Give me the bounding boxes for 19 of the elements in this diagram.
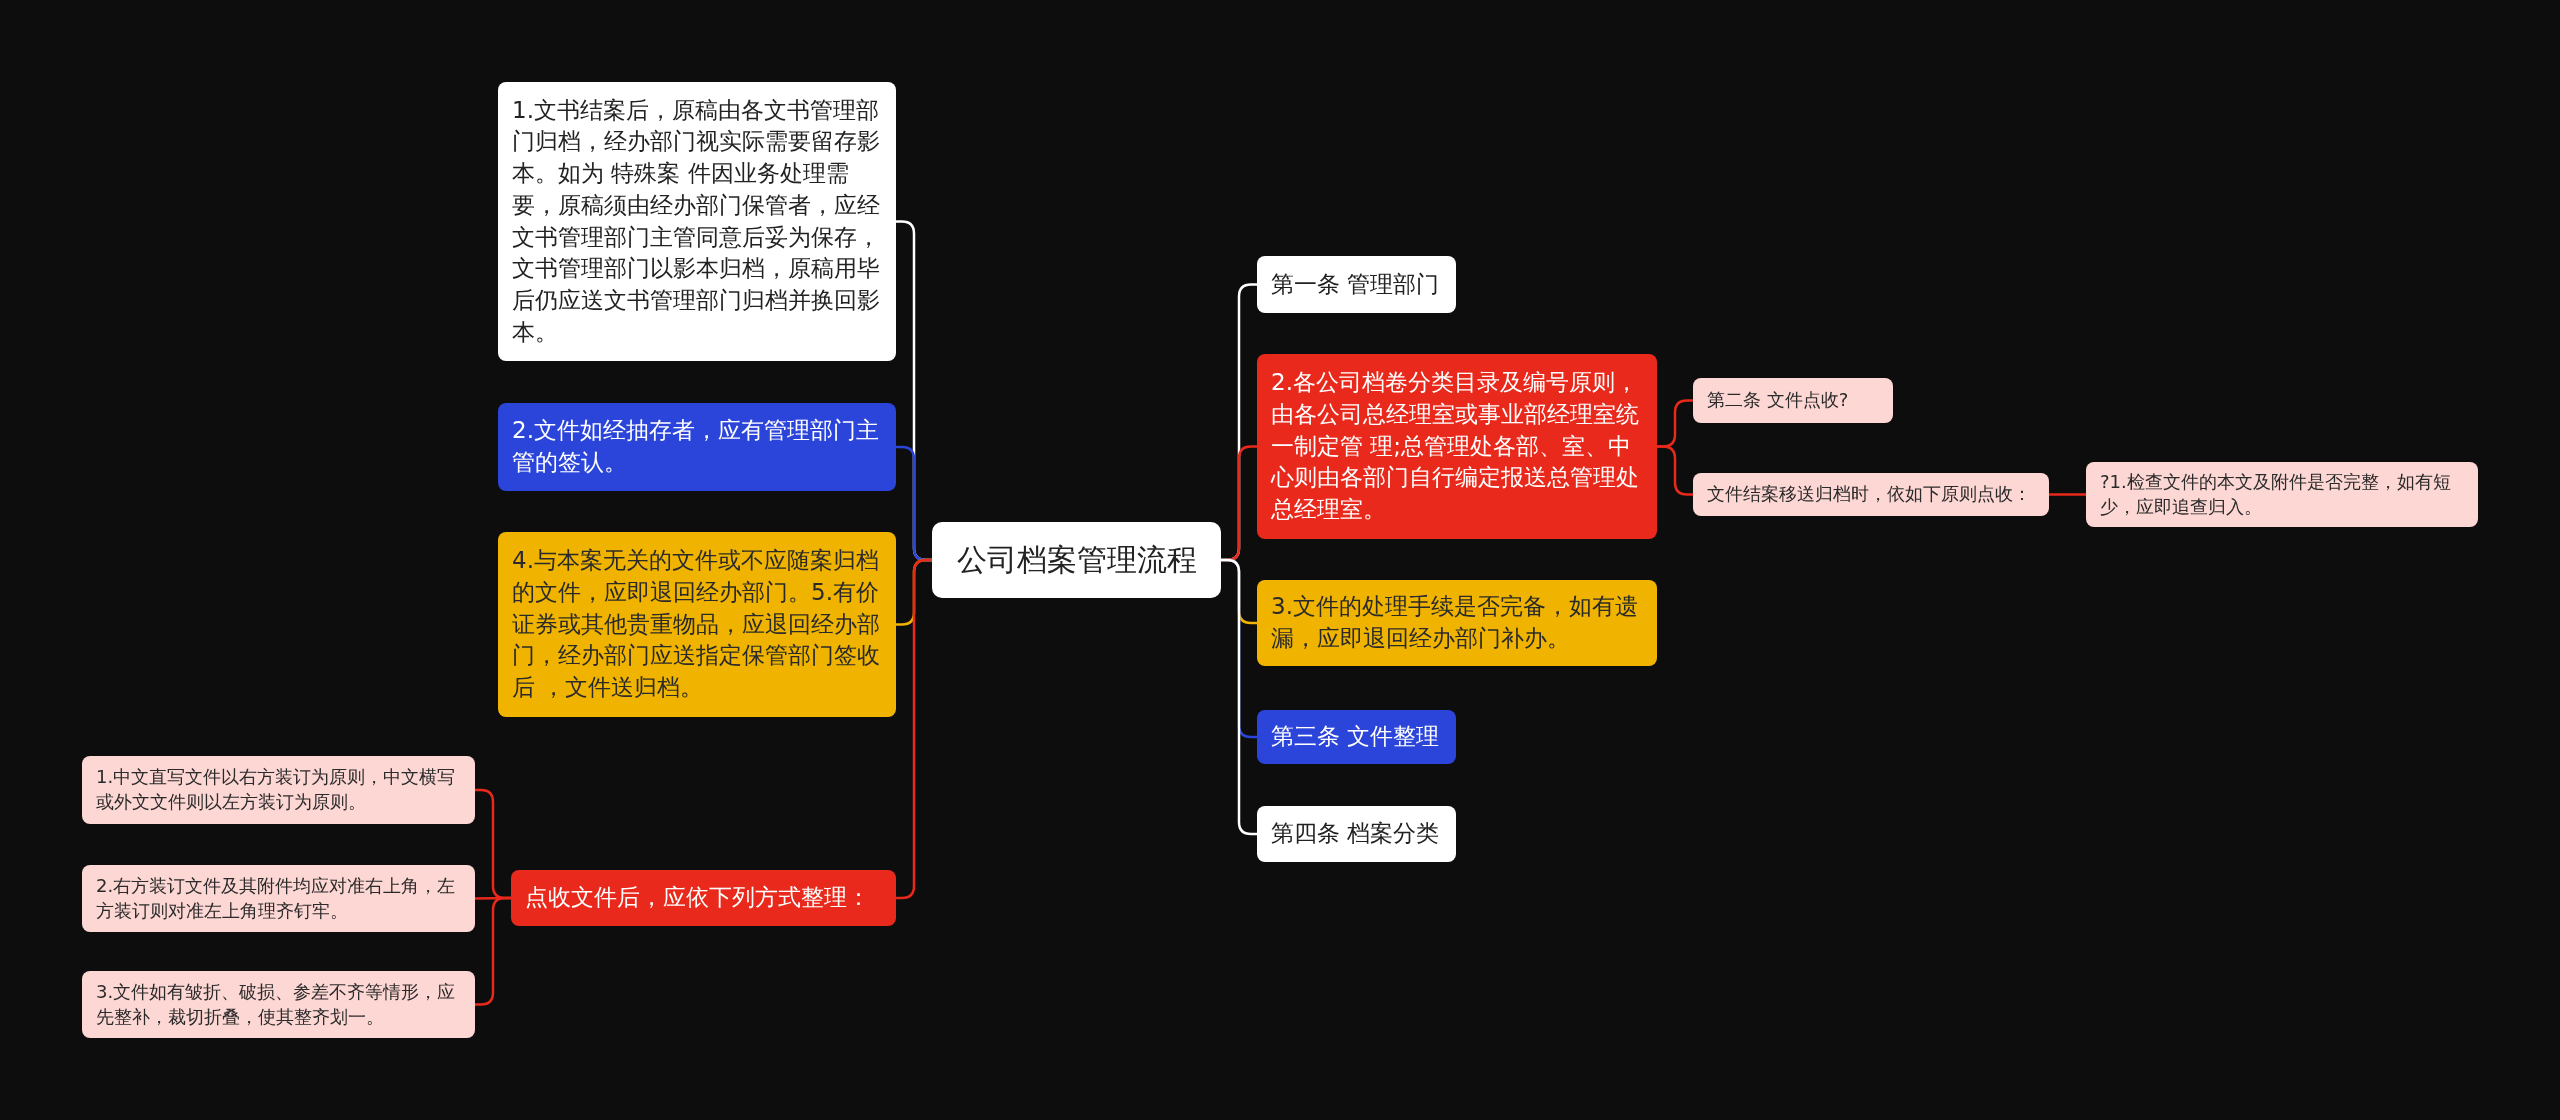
topic-box: 3.文件的处理手续是否完备，如有遗漏，应即退回经办部门补办。 bbox=[1257, 580, 1657, 666]
topic-box: 第一条 管理部门 bbox=[1257, 256, 1456, 313]
topic-box: 2.文件如经抽存者，应有管理部门主管的签认。 bbox=[498, 403, 896, 491]
connector-line bbox=[1657, 445, 1693, 496]
note-box: 文件结案移送归档时，依如下原则点收： bbox=[1693, 473, 2049, 516]
topic-box: 第三条 文件整理 bbox=[1257, 710, 1456, 764]
root-box: 公司档案管理流程 bbox=[932, 522, 1221, 598]
connector-line bbox=[896, 558, 932, 900]
topic-box: 第四条 档案分类 bbox=[1257, 806, 1456, 862]
note-box: 2.右方装订文件及其附件均应对准右上角，左方装订则对准左上角理齐钉牢。 bbox=[82, 865, 475, 932]
topic-box: 1.文书结案后，原稿由各文书管理部门归档，经办部门视实际需要留存影本。如为 特殊案 件因业务处理需要，原稿须由经办部门保管者，应经文书管理部门主管同意后妥为保存，文书管理部门以影本归档，原稿用毕后仍应送文书管理部门归档并换回影本。 bbox=[498, 82, 896, 361]
note-box: 1.中文直写文件以右方装订为原则，中文横写或外文文件则以左方装订为原则。 bbox=[82, 756, 475, 824]
topic-box: 点收文件后，应依下列方式整理： bbox=[511, 870, 896, 926]
topic-box: 2.各公司档卷分类目录及编号原则，由各公司总经理室或事业部经理室统一制定管 理;总管理处各部、室、中心则由各部门自行编定报送总管理处总经理室。 bbox=[1257, 354, 1657, 539]
note-box: ?1.检查文件的本文及附件是否完整，如有短少，应即追查归入。 bbox=[2086, 462, 2478, 527]
note-box: 3.文件如有皱折、破损、参差不齐等情形，应先整补，裁切折叠，使其整齐划一。 bbox=[82, 971, 475, 1038]
topic-box: 4.与本案无关的文件或不应随案归档的文件，应即退回经办部门。5.有价证券或其他贵重物品，应退回经办部门，经办部门应送指定保管部门签收后 ，文件送归档。 bbox=[498, 532, 896, 717]
connector-line bbox=[2049, 493, 2086, 496]
note-box: 第二条 文件点收? bbox=[1693, 378, 1893, 423]
